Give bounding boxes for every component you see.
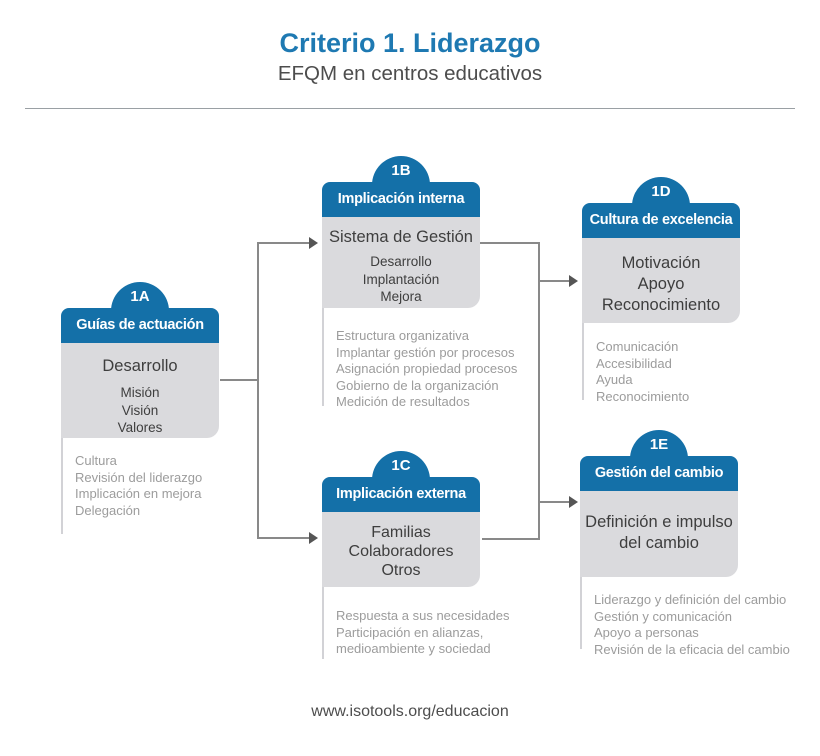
node-1b-body: Sistema de Gestión Desarrollo Implantaci… xyxy=(322,217,480,308)
node-1b-sub-line: Desarrollo xyxy=(370,254,432,269)
arrowhead-into-1d xyxy=(569,275,578,287)
side-note: Liderazgo y definición del cambio xyxy=(594,592,787,607)
flow-connector-left xyxy=(220,237,318,544)
side-note: Asignación propiedad procesos xyxy=(336,361,518,376)
node-1d: 1D Cultura de excelencia Motivación Apoy… xyxy=(582,177,740,404)
node-1b-title: Implicación interna xyxy=(337,191,465,207)
side-note: Implantar gestión por procesos xyxy=(336,344,515,360)
node-1c: 1C Implicación externa Familias Colabora… xyxy=(322,451,509,659)
node-1a-header: Guías de actuación xyxy=(61,308,219,343)
node-1c-side-notes: Respuesta a sus necesidades Participació… xyxy=(336,608,566,658)
node-1d-main-line: Motivación xyxy=(621,254,701,272)
node-1c-header: Implicación externa xyxy=(322,477,480,512)
node-1b-header: Implicación interna xyxy=(322,182,480,217)
side-note: medioambiente y sociedad xyxy=(336,641,491,656)
side-note: Apoyo a personas xyxy=(594,625,699,640)
node-1a-body: Desarrollo Misión Visión Valores xyxy=(61,343,219,438)
node-1a-main-line: Desarrollo xyxy=(102,357,178,375)
arrowhead-into-1b xyxy=(309,237,318,249)
side-note: Comunicación xyxy=(596,339,679,354)
arrowhead-into-1c xyxy=(309,532,318,544)
node-1c-main-line: Otros xyxy=(381,562,421,579)
node-1d-tail xyxy=(582,323,584,400)
arrowhead-into-1e xyxy=(569,496,578,508)
node-1c-main-line: Familias xyxy=(371,524,431,541)
side-note: Ayuda xyxy=(596,372,633,387)
side-note: Gestión y comunicación xyxy=(594,608,733,624)
node-1d-header: Cultura de excelencia xyxy=(582,203,740,238)
side-note: Estructura organizativa xyxy=(336,328,469,343)
node-1d-side-notes: Comunicación Accesibilidad Ayuda Reconoc… xyxy=(596,339,820,405)
node-1b-side-notes: Estructura organizativa Implantar gestió… xyxy=(336,328,566,411)
node-1e-body: Definición e impulso del cambio xyxy=(580,491,738,577)
node-1d-badge-label: 1D xyxy=(651,183,671,200)
node-1d-title: Cultura de excelencia xyxy=(589,212,733,228)
node-1e-header: Gestión del cambio xyxy=(580,456,738,491)
side-note: Cultura xyxy=(75,453,117,468)
node-1b-tail xyxy=(322,308,324,406)
side-note: Accesibilidad xyxy=(596,355,672,371)
side-note: Reconocimiento xyxy=(596,388,690,404)
node-1c-badge-label: 1C xyxy=(391,457,411,474)
node-1e-tail xyxy=(580,577,582,649)
node-1e-title: Gestión del cambio xyxy=(594,465,724,481)
node-1c-main-line: Colaboradores xyxy=(348,543,454,560)
footer-url: www.isotools.org/educacion xyxy=(311,703,509,720)
header-divider xyxy=(25,108,795,109)
page-title: Criterio 1. Liderazgo xyxy=(279,28,541,58)
side-note: Respuesta a sus necesidades xyxy=(336,608,510,623)
side-note: Participación en alianzas, xyxy=(336,624,484,640)
node-1d-main-line: Reconocimiento xyxy=(601,296,721,314)
node-1e-side-notes: Liderazgo y definición del cambio Gestió… xyxy=(594,592,820,658)
side-note: Gobierno de la organización xyxy=(336,377,499,393)
node-1e-badge-label: 1E xyxy=(649,436,669,453)
node-1c-title: Implicación externa xyxy=(336,486,466,502)
node-1a-title: Guías de actuación xyxy=(76,317,204,333)
flow-connector-right xyxy=(480,242,578,540)
side-note: Revisión del liderazgo xyxy=(75,469,203,485)
node-1b: 1B Implicación interna Sistema de Gestió… xyxy=(322,156,517,409)
side-note: Implicación en mejora xyxy=(75,486,202,501)
side-note: Medición de resultados xyxy=(336,394,470,409)
node-1d-body: Motivación Apoyo Reconocimiento xyxy=(582,238,740,323)
node-1a: 1A Guías de actuación Desarrollo Misión … xyxy=(61,282,219,534)
side-note: Revisión de la eficacia del cambio xyxy=(594,641,790,657)
node-1b-badge-label: 1B xyxy=(391,162,411,179)
node-1d-main-line: Apoyo xyxy=(637,275,685,293)
node-1a-side-notes: Cultura Revisión del liderazgo Implicaci… xyxy=(75,453,305,519)
node-1c-body: Familias Colaboradores Otros xyxy=(322,512,480,587)
node-1b-main-line: Sistema de Gestión xyxy=(329,228,473,246)
node-1a-tail xyxy=(61,438,63,534)
node-1a-sub-line: Misión xyxy=(120,385,160,400)
node-1b-sub-lines: Desarrollo Implantación Mejora xyxy=(322,253,480,306)
node-1b-sub-line: Mejora xyxy=(380,289,422,304)
node-1a-sub-line: Valores xyxy=(117,420,163,435)
node-1e-main-line: del cambio xyxy=(619,534,699,552)
side-note: Delegación xyxy=(75,502,141,518)
node-1b-sub-line: Implantación xyxy=(362,271,440,287)
node-1a-sub-line: Visión xyxy=(121,402,159,418)
node-1e: 1E Gestión del cambio Definición e impul… xyxy=(580,430,790,657)
node-1a-sub-lines: Misión Visión Valores xyxy=(61,384,219,437)
node-1e-main-line: Definición e impulso xyxy=(585,513,733,531)
page-subtitle: EFQM en centros educativos xyxy=(277,62,543,85)
node-1c-tail xyxy=(322,587,324,659)
node-1a-badge-label: 1A xyxy=(130,288,150,305)
